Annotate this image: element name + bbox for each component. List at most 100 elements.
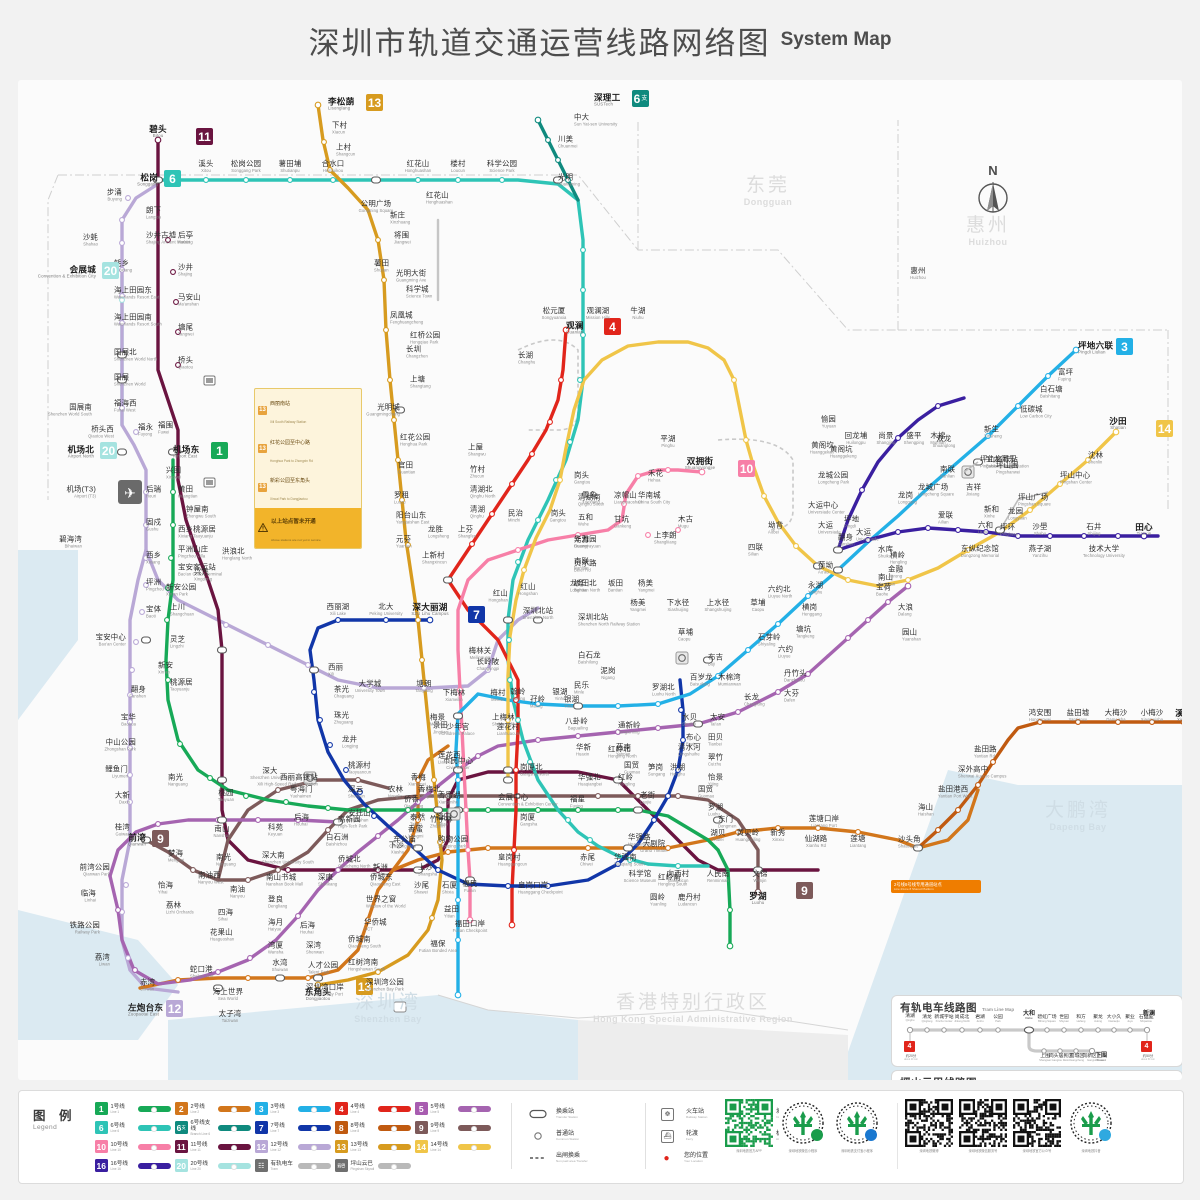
compass-north-icon: N	[973, 164, 1013, 221]
line-badge-7[interactable]: 7	[468, 606, 485, 623]
legend-line-cn: 4号线	[350, 1103, 365, 1110]
legend-station-dot	[390, 1125, 397, 1132]
line-badge-14[interactable]: 14	[1156, 420, 1173, 437]
line-badge-6[interactable]: 6	[164, 170, 181, 187]
legend-line-swatch	[137, 1105, 171, 1113]
legend-line-en: Line 7	[270, 1128, 280, 1133]
line-badge-13-icon: 13	[258, 444, 267, 453]
qrcode-caption: 深圳地铁官方公众号	[1022, 1149, 1052, 1153]
line-badge-9[interactable]: 9	[152, 830, 169, 847]
skyshuttle-inset-svg	[892, 1071, 1182, 1080]
skyshuttle-inset-header: 坪山云巴线路图 Pingshan Skyshuttle Line Map	[892, 1071, 1182, 1080]
legend-line-badge-11: 11	[175, 1140, 188, 1153]
legend-line-cn: 1号线	[110, 1103, 125, 1110]
qrcode-wechat-mini-program[interactable]: 深圳地铁微信小程序	[779, 1099, 827, 1154]
legend-line-en: Branch Line 6	[190, 1131, 211, 1136]
tram-line-map-inset[interactable]: 有轨电车线路图 Tram Line Map	[891, 995, 1182, 1067]
legend-line-swatch	[137, 1143, 171, 1151]
qrcode-metro-weibo[interactable]: 深圳地铁微博	[905, 1099, 953, 1154]
line-badge-9[interactable]: 9	[796, 882, 813, 899]
compass-rose-icon	[978, 182, 1008, 213]
line-badge-20[interactable]: 20	[102, 262, 119, 279]
line-badge-10[interactable]: 10	[738, 460, 755, 477]
legend-line-en: Line 8	[350, 1128, 360, 1133]
legend-station-dot	[390, 1144, 397, 1151]
legend-station-dot	[230, 1106, 237, 1113]
line-badge-13[interactable]: 13	[366, 94, 383, 111]
legend-station-dot	[470, 1106, 477, 1113]
legend-line-badge-14: 14	[415, 1140, 428, 1153]
line-badge-11[interactable]: 11	[196, 128, 213, 145]
legend-line-cn: 12号线	[270, 1141, 288, 1148]
legend-line-swatch	[377, 1105, 411, 1113]
legend-line-swatch	[377, 1124, 411, 1132]
qrcode-douyin[interactable]: 深圳地铁抖音	[1067, 1099, 1115, 1154]
legend-line-swatch	[137, 1162, 171, 1170]
svg-text:✈: ✈	[124, 486, 136, 502]
qrcode-caption: 深圳地铁抖音	[1081, 1149, 1101, 1153]
common-station-icon	[527, 1131, 549, 1141]
legend-line-en: Line 3	[270, 1109, 280, 1114]
legend-line-en: Line 11	[190, 1147, 201, 1152]
legend-station-dot	[470, 1125, 477, 1132]
legend-station-dot	[230, 1144, 237, 1151]
legend-station-dot	[390, 1106, 397, 1113]
line-badge-4[interactable]: 4	[604, 318, 621, 335]
legend-line-badge-sky: 云巴	[335, 1159, 348, 1172]
legend-line-swatch	[377, 1143, 411, 1151]
legend-line-badge-2: 2	[175, 1102, 188, 1115]
metro-map[interactable]: ✈ 东莞 Dongguan	[18, 80, 1182, 1080]
legend-line-cn: 9号线	[430, 1122, 445, 1129]
line-badge-20[interactable]: 20	[100, 442, 117, 459]
legend-line-en: Line 12	[270, 1147, 281, 1152]
line-badge-3[interactable]: 3	[1116, 338, 1133, 355]
qrcode-wechat-service-account[interactable]: 深圳地铁微信服务号	[959, 1099, 1007, 1154]
legend-line-cn: 有轨电车	[270, 1160, 293, 1167]
your-location-icon: ●	[663, 1152, 670, 1164]
legend-line-swatch	[217, 1162, 251, 1170]
line-badge-12[interactable]: 12	[166, 1000, 183, 1017]
qrcode-official-account[interactable]: 深圳地铁官方公众号	[1013, 1099, 1061, 1154]
qrcode-alipay-mini-program[interactable]: 深圳地铁支付宝小程序	[833, 1099, 881, 1154]
line-badge-1[interactable]: 1	[211, 442, 228, 459]
qrcode-image	[1067, 1099, 1115, 1147]
line-badge-13[interactable]: 13	[356, 978, 373, 995]
qrcode-shenzhen-metro-app[interactable]: 深圳地铁官方APP	[725, 1099, 773, 1154]
skyshuttle-line-map-inset[interactable]: 坪山云巴线路图 Pingshan Skyshuttle Line Map 坪山高…	[891, 1070, 1182, 1080]
tram-freq-left: 约20分 about 20 min	[904, 1054, 918, 1061]
legend-line-badge-10: 10	[95, 1140, 108, 1153]
